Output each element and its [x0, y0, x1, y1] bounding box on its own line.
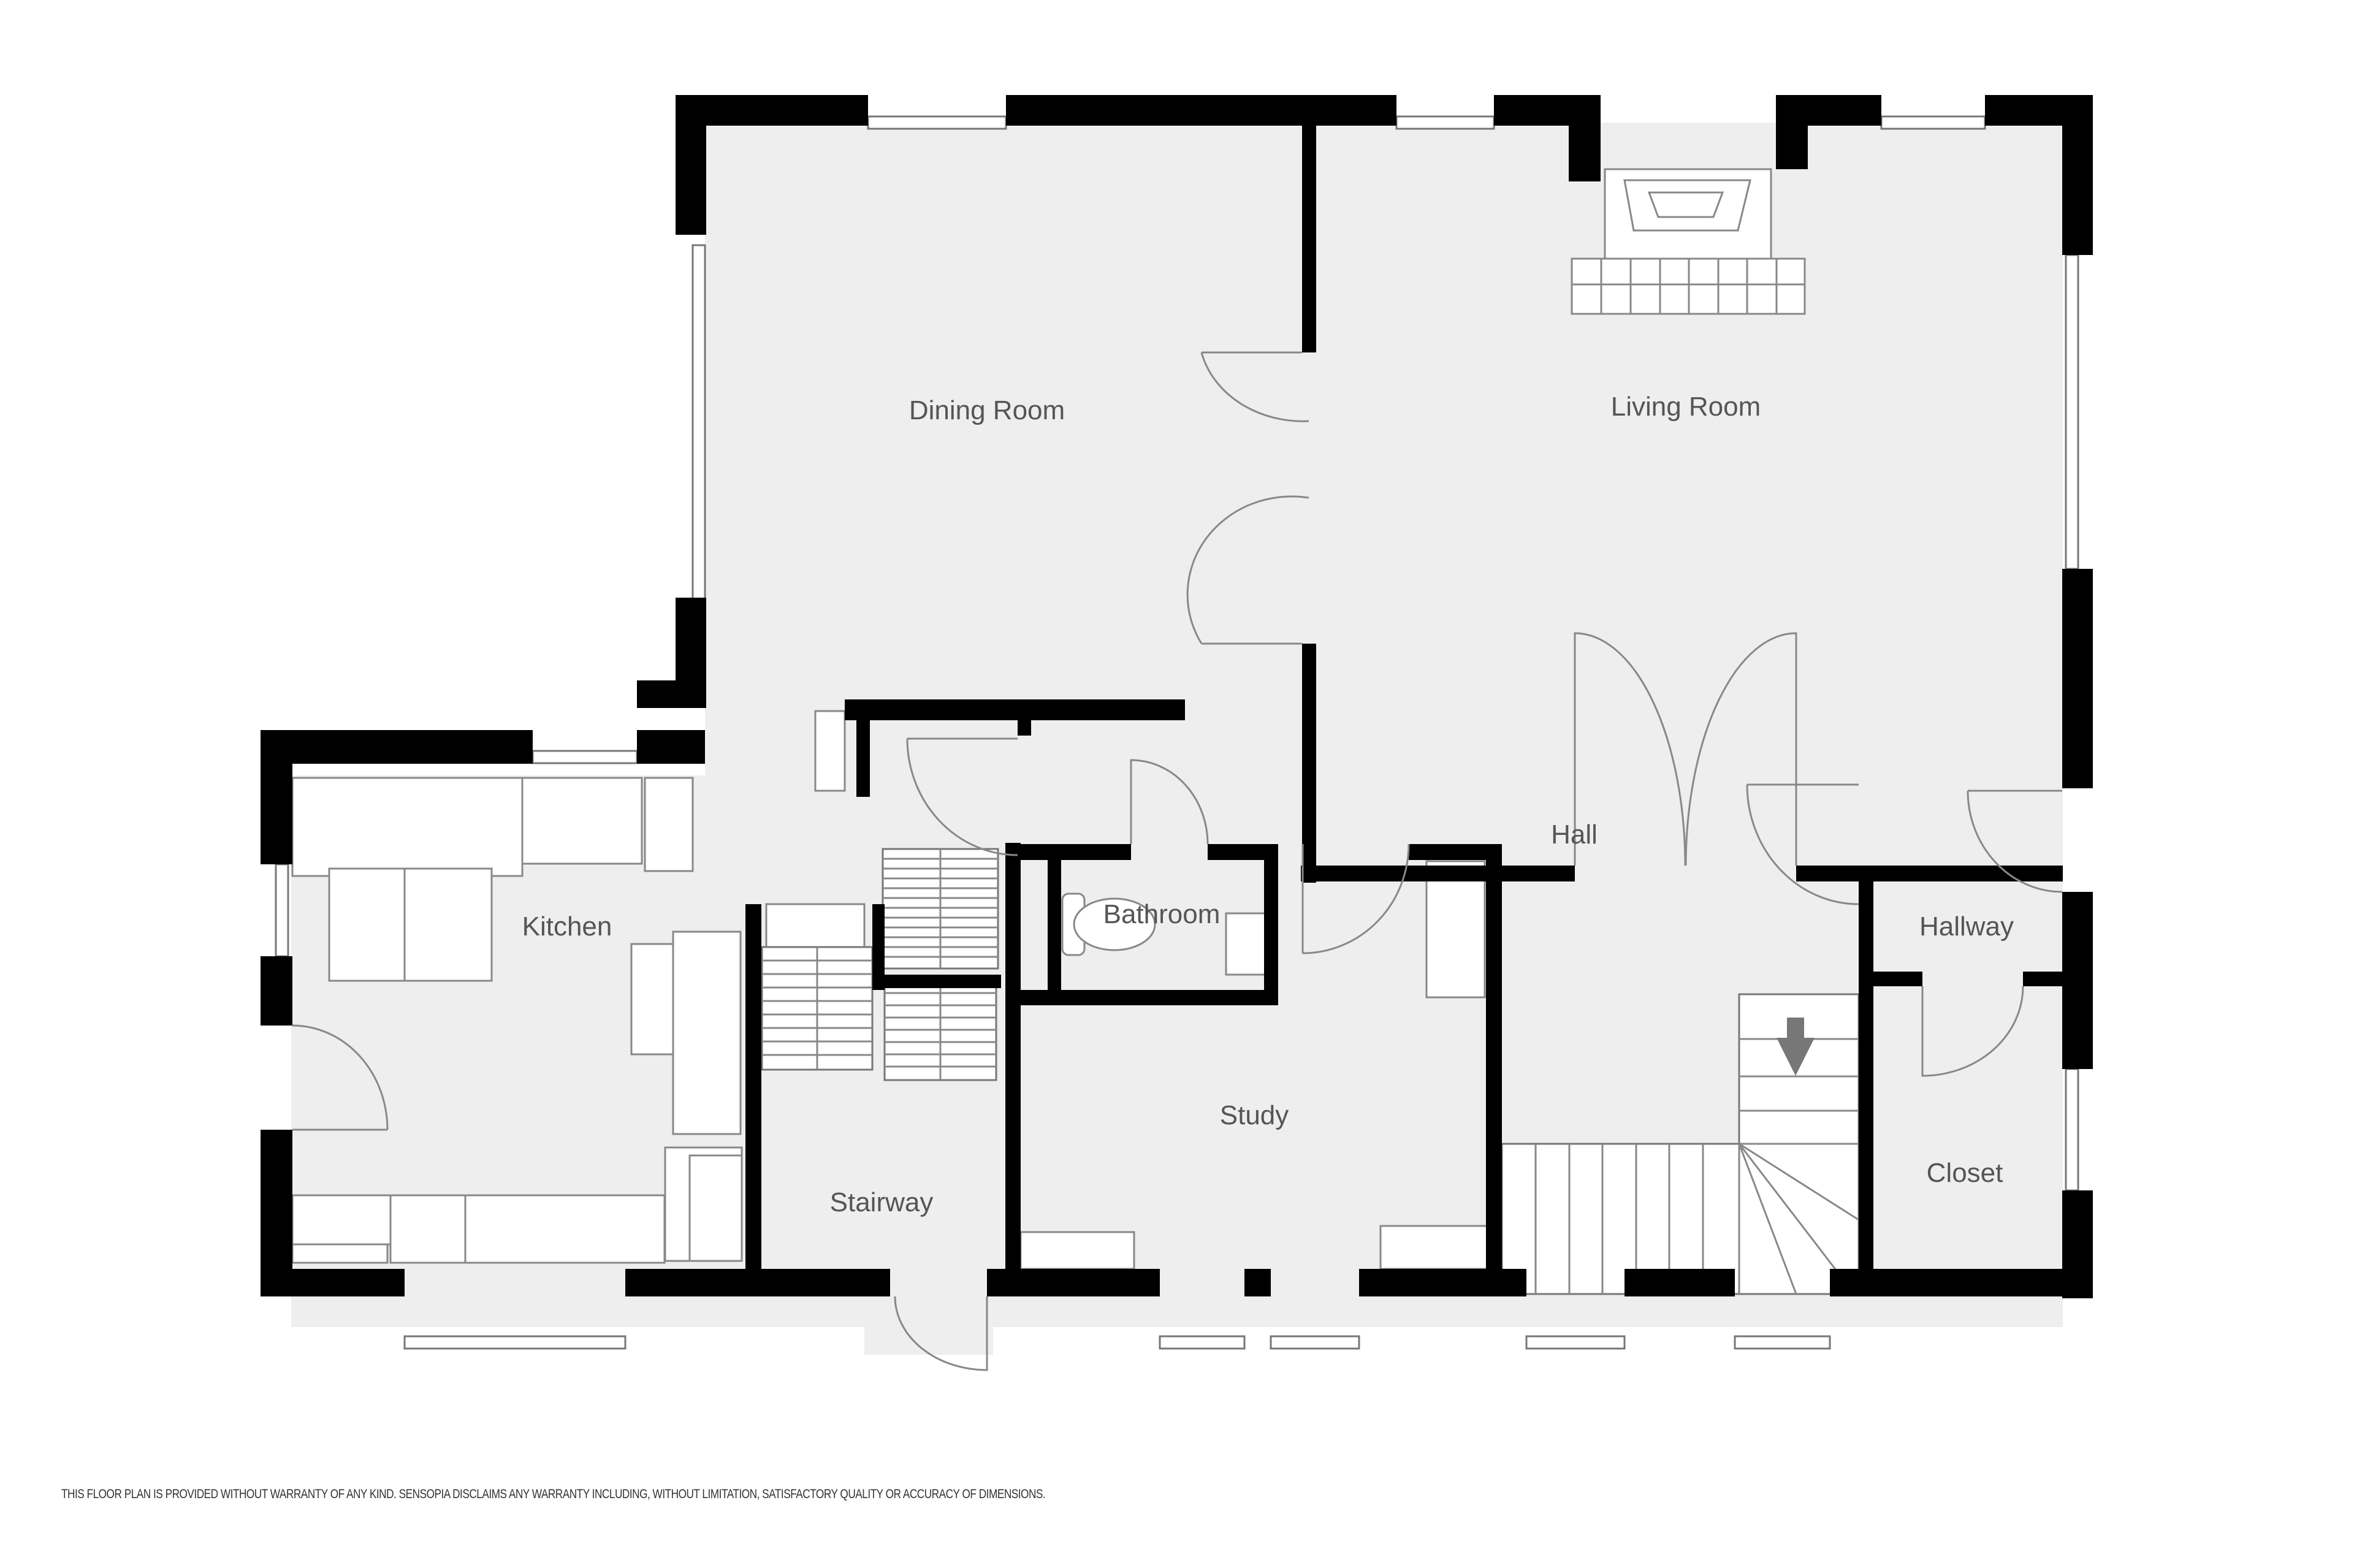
room-label-hall: Hall: [1551, 820, 1598, 850]
window: [1734, 1335, 1831, 1350]
fireplace: [1604, 168, 1772, 262]
door-swing: [1301, 843, 1410, 954]
door-swing: [292, 1024, 389, 1131]
room-label-closet: Closet: [1926, 1158, 2003, 1188]
room-label-dining-room: Dining Room: [908, 395, 1065, 425]
room-label-hallway: Hallway: [1919, 911, 2014, 942]
disclaimer-text: THIS FLOOR PLAN IS PROVIDED WITHOUT WARR…: [61, 1487, 1046, 1501]
door-swing: [906, 737, 1018, 856]
doors: [292, 351, 2063, 1371]
stair-down-arrow-icon: [1777, 1018, 1815, 1076]
window: [2065, 254, 2079, 570]
room-label-study: Study: [1219, 1100, 1289, 1130]
room-label-stairway: Stairway: [829, 1187, 934, 1217]
kitchen-counter-right: [672, 931, 742, 1135]
window: [1395, 115, 1495, 130]
window: [2065, 1068, 2079, 1192]
fixtures: [291, 168, 1806, 1270]
window: [1159, 1335, 1246, 1350]
window: [691, 244, 706, 620]
door-swing: [1200, 351, 1309, 422]
door-swing: [1746, 783, 1859, 905]
dishwasher: [644, 777, 694, 872]
study-cabinet: [1425, 860, 1486, 999]
window: [531, 750, 638, 764]
door-swing: [1186, 495, 1309, 645]
toilet-bowl: [1073, 897, 1156, 951]
window: [867, 115, 1007, 130]
room-label-bathroom: Bathroom: [1103, 899, 1221, 929]
window: [403, 1335, 627, 1350]
door-swing: [1130, 759, 1209, 845]
stair-treads: [762, 849, 1859, 1295]
window: [1270, 1335, 1360, 1350]
window: [1880, 115, 1986, 130]
kitchen-counter-top: [291, 777, 524, 877]
room-label-kitchen: Kitchen: [522, 911, 612, 942]
window: [1525, 1335, 1626, 1350]
door-swing: [1921, 986, 2024, 1077]
room-label-living-room: Living Room: [1610, 392, 1761, 422]
door-swing: [1967, 790, 2063, 893]
kitchen-counter-bottom: [291, 1194, 392, 1246]
door-swing: [1574, 632, 1686, 866]
fridge: [814, 710, 846, 792]
stove: [328, 867, 493, 982]
door-swing: [894, 1296, 988, 1371]
window: [275, 863, 289, 957]
door-swing: [1685, 632, 1797, 866]
walls: [261, 95, 2093, 1298]
